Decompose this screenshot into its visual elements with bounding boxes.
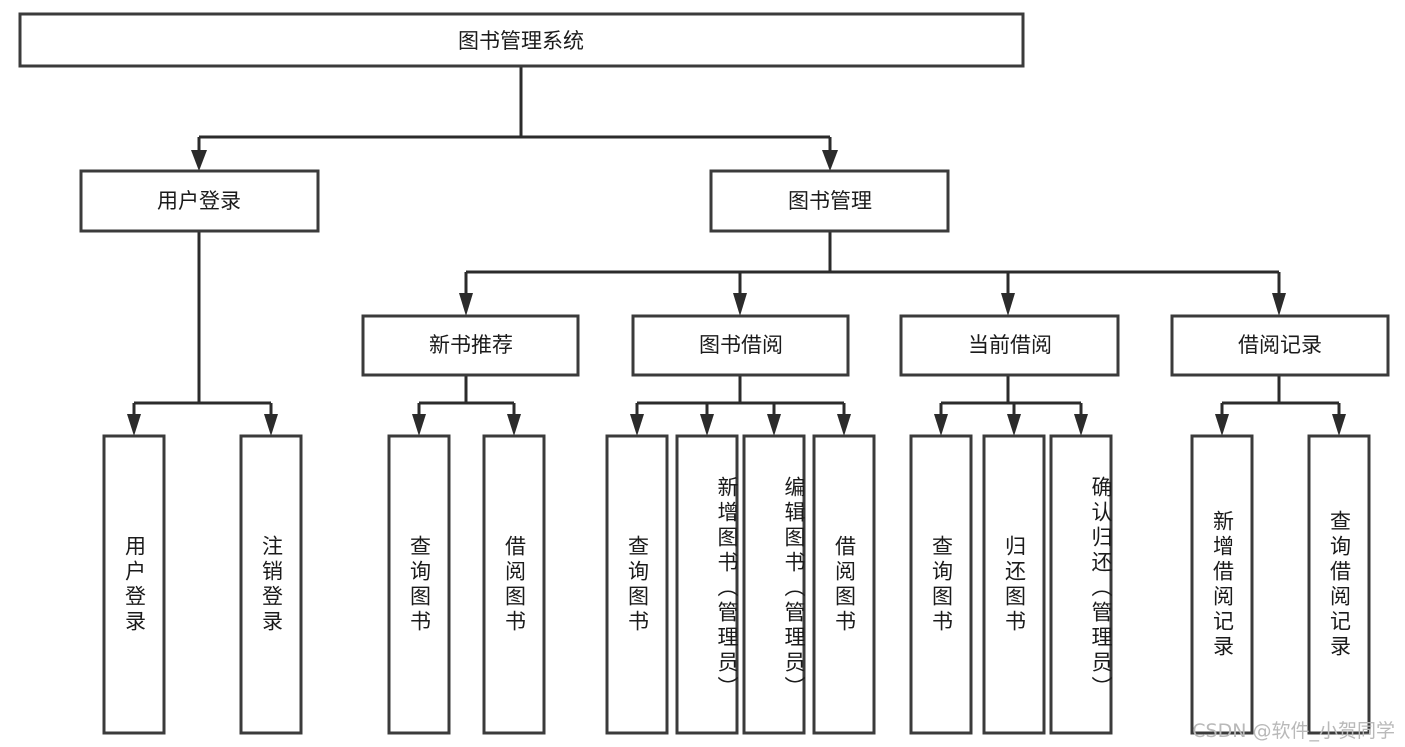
leaf-label-query-book-recommend: 查询图书 [407,534,432,635]
leaf-label-edit-book-admin: 编辑图书（管理员） [782,476,806,701]
leaf-label-borrow-book: 借阅图书 [832,534,857,635]
node-box-leaf-borrow-book-recommend[interactable] [482,434,546,735]
node-box-leaf-edit-book-admin[interactable] [742,434,806,735]
leaf-label-query-borrow-record: 查询借阅记录 [1327,509,1352,660]
node-box-leaf-add-book-admin[interactable] [675,434,739,735]
node-box-root[interactable] [18,12,1025,68]
node-box-current-borrow[interactable] [899,314,1120,377]
node-box-leaf-query-book-recommend[interactable] [387,434,451,735]
connector-group-current-borrow [934,375,1088,436]
arrow-bm-to-borrow-record [1272,293,1286,316]
leaf-label-add-borrow-record: 新增借阅记录 [1210,509,1235,660]
node-label-current-borrow: 当前借阅 [968,333,1052,357]
node-box-leaf-logout-login[interactable] [239,434,303,735]
node-box-book-management[interactable] [709,169,950,233]
connector-group-book-management [459,231,1286,316]
node-box-borrow-record[interactable] [1170,314,1390,377]
node-box-leaf-query-borrow-record[interactable] [1307,434,1371,735]
leaf-label-return-book: 归还图书 [1002,534,1027,635]
node-box-leaf-borrow-book[interactable] [812,434,876,735]
node-label-root: 图书管理系统 [458,29,584,53]
connector-group-new-book-recommend [412,375,521,436]
leaf-label-query-book-current: 查询图书 [929,534,954,635]
arrow-nbr-to-query-book [412,414,426,436]
node-label-borrow-record: 借阅记录 [1238,333,1322,357]
node-box-book-borrow[interactable] [631,314,850,377]
leaf-label-add-book-admin: 新增图书（管理员） [715,476,739,701]
arrow-ul-to-leaf-logout-login [264,414,278,436]
arrow-nbr-to-borrow-book [507,414,521,436]
leaf-label-borrow-book-recommend: 借阅图书 [502,534,527,635]
connector-group-book-borrow [630,375,851,436]
node-box-user-login[interactable] [79,169,320,233]
leaf-label-query-book-borrow: 查询图书 [625,534,650,635]
node-box-new-book-recommend[interactable] [361,314,580,377]
arrow-cb-to-query-book [934,414,948,436]
arrow-bb-to-query-book [630,414,644,436]
arrow-root-to-user-login [191,150,207,171]
arrow-br-to-query-record [1332,414,1346,436]
arrow-ul-to-leaf-user-login [127,414,141,436]
node-box-leaf-confirm-return-admin[interactable] [1049,434,1113,735]
arrow-bb-to-borrow-book [837,414,851,436]
csdn-watermark: CSDN @软件_小贺同学 [1192,720,1395,742]
arrow-bm-to-current-borrow [1001,293,1015,316]
connector-group-user-login [127,231,278,436]
leaf-label-logout-login: 注销登录 [259,534,284,635]
leaf-label-confirm-return-admin: 确认归还（管理员） [1089,476,1113,701]
connector-group-borrow-record [1215,375,1346,436]
arrow-root-to-book-management [822,150,838,171]
arrow-br-to-add-record [1215,414,1229,436]
arrow-cb-to-return-book [1007,414,1021,436]
node-label-book-borrow: 图书借阅 [699,333,783,357]
node-box-leaf-add-borrow-record[interactable] [1190,434,1254,735]
node-box-leaf-query-book-borrow[interactable] [605,434,669,735]
leaf-label-user-login: 用户登录 [122,534,147,635]
arrow-bb-to-edit-book [767,414,781,436]
node-label-book-management: 图书管理 [788,189,872,213]
arrow-bb-to-add-book [700,414,714,436]
arrow-bm-to-new-book-recommend [459,293,473,316]
node-box-leaf-return-book[interactable] [982,434,1046,735]
node-box-leaf-query-book-current[interactable] [909,434,973,735]
connector-group-root [191,66,838,171]
node-label-user-login: 用户登录 [157,189,241,213]
arrow-bm-to-book-borrow [733,293,747,316]
node-box-leaf-user-login[interactable] [102,434,166,735]
arrow-cb-to-confirm-return [1074,414,1088,436]
node-label-new-book-recommend: 新书推荐 [429,333,513,357]
